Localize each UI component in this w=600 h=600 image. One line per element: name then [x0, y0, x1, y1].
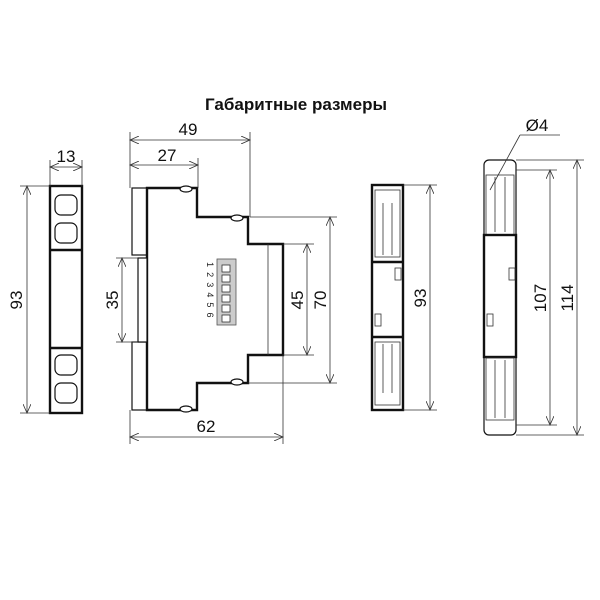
dim-front-width-top: 49 — [179, 120, 198, 139]
drawing-title: Габаритные размеры — [205, 95, 387, 114]
rear-view: 93 — [370, 183, 437, 412]
dim-front-width-mid: 27 — [158, 146, 177, 165]
dim-depth: 62 — [197, 417, 216, 436]
side-view-left: 13 93 — [7, 147, 84, 415]
dim-body-height: 70 — [311, 291, 330, 310]
dim-front-height: 45 — [288, 291, 307, 310]
dim-outer-height: 114 — [558, 284, 577, 311]
dim-side-width: 13 — [57, 147, 76, 166]
front-view: 1 2 3 4 5 6 49 27 35 45 70 62 — [103, 120, 337, 444]
dim-inner-height: 107 — [531, 284, 550, 312]
mounted-view: Ø4 107 114 — [482, 116, 584, 435]
dip-switch: 1 2 3 4 5 6 — [205, 258, 237, 326]
dim-rear-height: 93 — [411, 289, 430, 308]
dim-rail: 35 — [103, 291, 122, 310]
dim-side-height: 93 — [7, 291, 26, 310]
dip-labels: 1 2 3 4 5 6 — [205, 262, 215, 319]
dim-hole-diameter: Ø4 — [526, 116, 549, 135]
